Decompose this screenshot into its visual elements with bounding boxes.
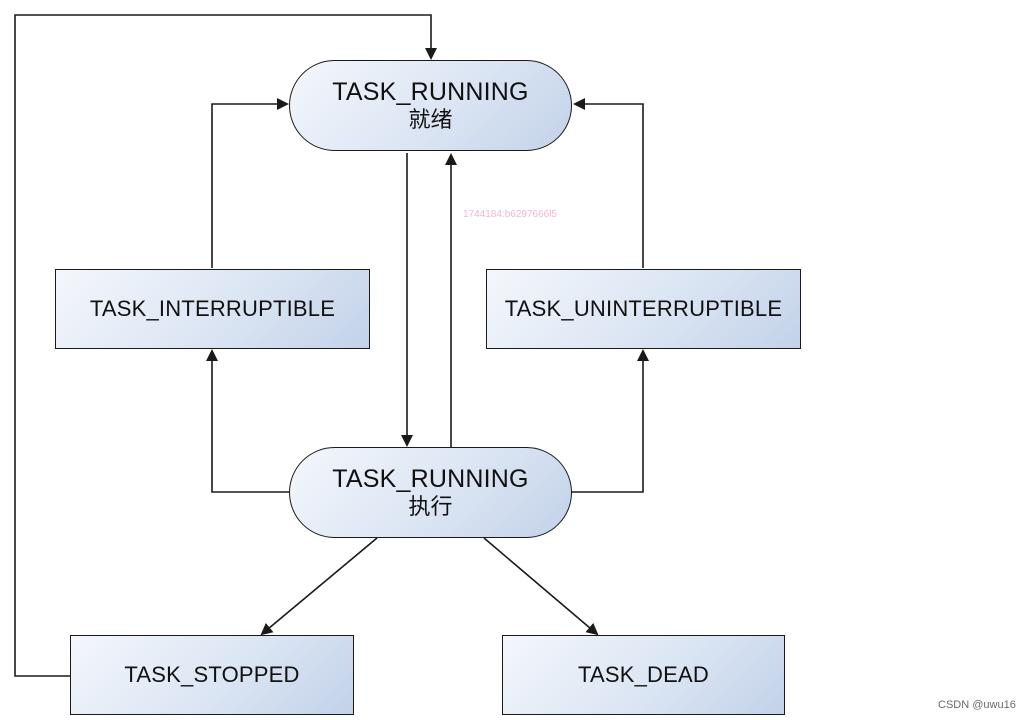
node-task-uninterruptible: TASK_UNINTERRUPTIBLE bbox=[486, 269, 801, 349]
node-task-interruptible: TASK_INTERRUPTIBLE bbox=[55, 269, 370, 349]
edge-exec-to-uninterruptible bbox=[571, 349, 649, 493]
edge-exec-to-interruptible bbox=[206, 349, 290, 493]
edge-exec-to-dead bbox=[483, 537, 599, 636]
node-task-running-exec: TASK_RUNNING 执行 bbox=[289, 447, 572, 538]
node-label: TASK_UNINTERRUPTIBLE bbox=[504, 296, 783, 321]
node-label: TASK_INTERRUPTIBLE bbox=[89, 296, 336, 321]
node-task-running-ready: TASK_RUNNING 就绪 bbox=[289, 60, 572, 151]
node-label: TASK_DEAD bbox=[578, 662, 709, 687]
node-title: TASK_RUNNING bbox=[332, 464, 529, 493]
edge-exec-to-stopped bbox=[260, 537, 378, 636]
node-task-stopped: TASK_STOPPED bbox=[70, 635, 354, 715]
node-label: TASK_STOPPED bbox=[124, 662, 300, 687]
watermark-csdn: CSDN @uwu16 bbox=[938, 699, 1016, 711]
edge-stopped-to-ready bbox=[14, 14, 437, 677]
node-title: TASK_RUNNING bbox=[332, 77, 529, 106]
edge-interruptible-to-ready bbox=[211, 98, 289, 268]
node-task-dead: TASK_DEAD bbox=[502, 635, 785, 715]
edge-uninterruptible-to-ready bbox=[573, 98, 644, 268]
node-subtitle: 就绪 bbox=[408, 107, 453, 133]
node-subtitle: 执行 bbox=[408, 494, 453, 520]
watermark-center: 1744184:b6297666l5 bbox=[463, 209, 557, 220]
